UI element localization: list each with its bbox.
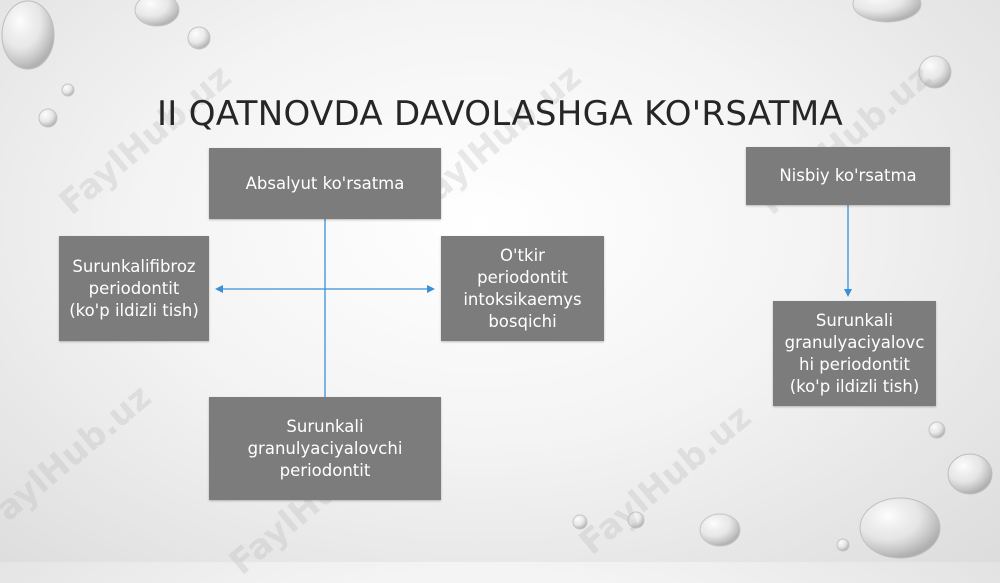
otkir-periodontit-box: O'tkir periodontit intoksikaemys bosqich… (441, 236, 604, 341)
box-line: granulyaciyalovchi (247, 438, 403, 458)
surunkali-granulyaciyalovchi-box: Surunkali granulyaciyalovchi periodontit (209, 397, 441, 500)
box-line: hi periodontit (799, 354, 910, 374)
box-label: Absalyut ko'rsatma (245, 173, 405, 193)
box-label: Nisbiy ko'rsatma (779, 166, 917, 185)
box-line: Surunkali (815, 310, 894, 330)
box-line: (ko'p ildizli tish) (69, 300, 199, 320)
surunkali-granulyaciyalovchi-multi-root-box: Surunkali granulyaciyalovc hi periodonti… (773, 301, 936, 406)
box-line: granulyaciyalovc (784, 332, 925, 352)
box-line: periodontit (279, 460, 371, 480)
box-line: Surunkalifibroz (72, 256, 196, 276)
box-line: (ko'p ildizli tish) (789, 376, 920, 396)
box-line: O'tkir (500, 245, 545, 265)
connector-lines (215, 205, 852, 397)
box-line: bosqichi (488, 311, 557, 331)
slide-title: II QATNOVDA DAVOLASHGA KO'RSATMA (156, 94, 844, 134)
box-line: intoksikaemys (463, 289, 582, 309)
water-drops-decoration (1, 0, 993, 559)
box-line: periodontit (477, 267, 568, 287)
absolyut-korsatma-box: Absalyut ko'rsatma (209, 148, 441, 219)
box-line: periodontit (88, 278, 180, 298)
nisbiy-korsatma-box: Nisbiy ko'rsatma (746, 147, 950, 205)
box-line: Surunkali (286, 416, 364, 436)
surunkali-fibroz-box: Surunkalifibroz periodontit (ko'p ildizl… (59, 236, 209, 341)
